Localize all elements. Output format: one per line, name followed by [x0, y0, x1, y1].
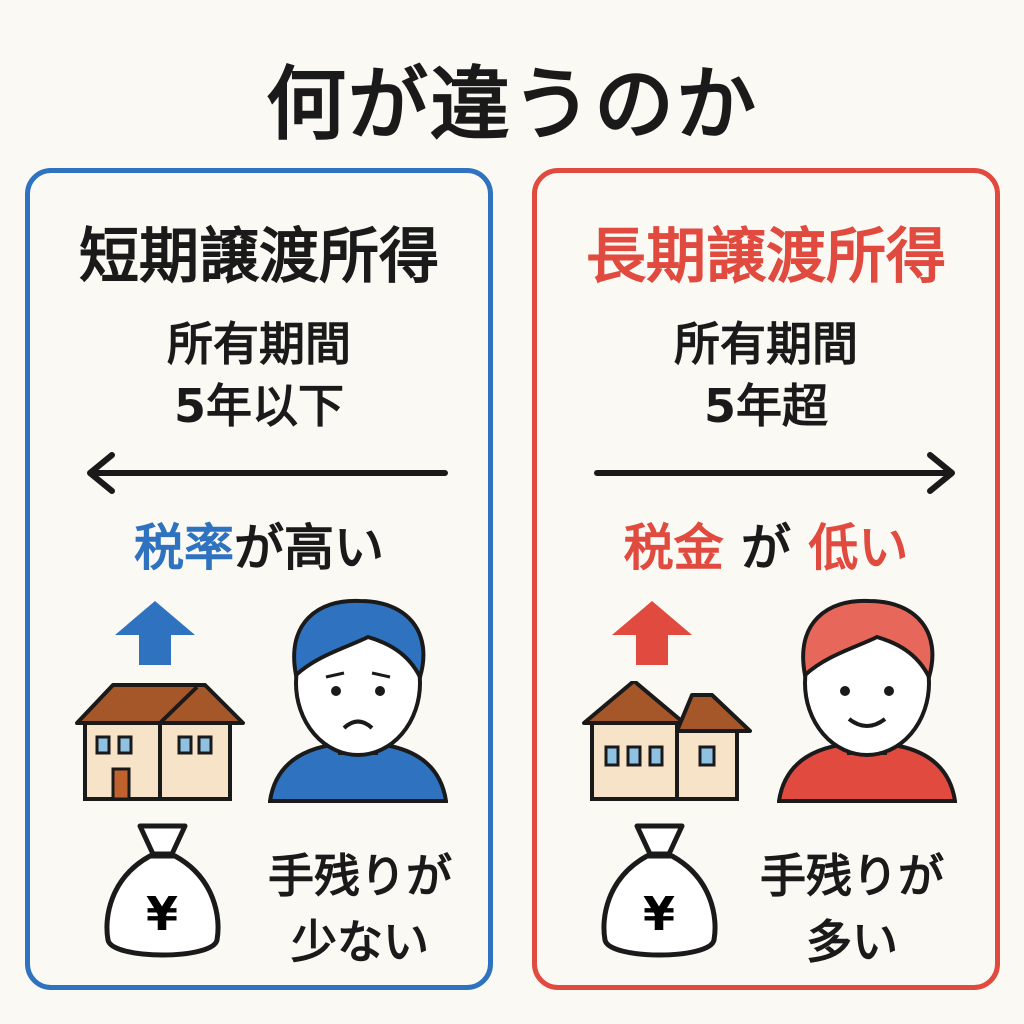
- arrow-left-icon: [87, 452, 448, 494]
- effect-highlight: 低い: [808, 519, 909, 577]
- house-icon: [75, 683, 245, 801]
- remain-line1: 手残りが: [760, 849, 944, 903]
- up-arrow-icon: [115, 601, 195, 665]
- long-term-remain: 手残りが 多い: [747, 843, 957, 975]
- period-value: 5年以下: [173, 379, 344, 433]
- effect-highlight: 税率: [134, 519, 234, 577]
- remain-line2: 多い: [806, 915, 898, 969]
- long-term-panel: 長期譲渡所得 所有期間 5年超 税金 が 低い ¥ 手残りが 多い: [532, 168, 1000, 990]
- money-bag-icon: ¥: [104, 823, 221, 958]
- happy-person-icon: [777, 598, 957, 803]
- period-label: 所有期間: [674, 317, 858, 371]
- arrow-right-icon: [594, 452, 955, 494]
- long-term-heading: 長期譲渡所得: [586, 222, 946, 292]
- short-term-period: 所有期間 5年以下: [30, 313, 488, 437]
- remain-line1: 手残りが: [268, 849, 452, 903]
- short-term-heading: 短期譲渡所得: [79, 222, 439, 292]
- page-title: 何が違うのか: [266, 58, 758, 151]
- yen-symbol: ¥: [146, 887, 178, 941]
- money-bag-icon: ¥: [601, 823, 718, 958]
- short-term-effect: 税率が高い: [30, 508, 488, 580]
- period-label: 所有期間: [167, 317, 351, 371]
- effect-text: が: [723, 519, 809, 577]
- period-value: 5年超: [703, 379, 828, 433]
- worried-person-icon: [268, 598, 448, 803]
- long-term-period: 所有期間 5年超: [537, 313, 995, 437]
- effect-highlight: 税金: [623, 519, 724, 577]
- up-arrow-icon: [612, 601, 692, 665]
- effect-text: が高い: [234, 519, 384, 577]
- short-term-remain: 手残りが 少ない: [255, 843, 465, 975]
- yen-symbol: ¥: [643, 887, 675, 941]
- remain-line2: 少ない: [291, 915, 429, 969]
- house-icon: [582, 681, 752, 801]
- short-term-panel: 短期譲渡所得 所有期間 5年以下 税率が高い ¥ 手残りが 少ない: [25, 168, 493, 990]
- long-term-effect: 税金 が 低い: [537, 508, 995, 580]
